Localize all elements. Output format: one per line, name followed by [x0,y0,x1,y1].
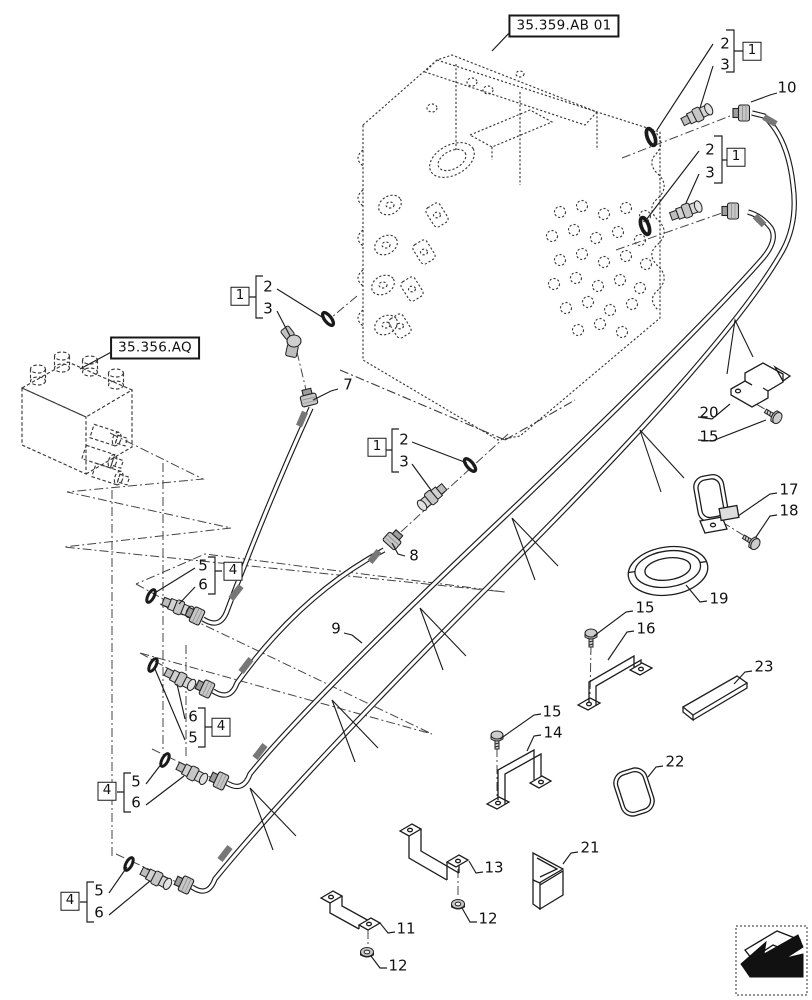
hose-7-path [201,406,314,626]
callout-18: 18 [779,501,799,520]
ref-main-valve[interactable]: 35.359.AB 01 [508,14,620,38]
callout-15: 15 [635,598,655,617]
callout-leaders [79,29,778,969]
callout-16: 16 [636,619,656,638]
callout-12: 12 [478,909,498,928]
orientation-arrow-icon [735,925,808,996]
callout-6: 6 [198,575,208,594]
bolt-15 [584,628,598,648]
nut-12 [450,898,466,910]
callout-8: 8 [409,546,419,565]
callout-23: 23 [754,657,774,676]
callout-2: 2 [705,140,715,159]
callout-6: 6 [94,903,104,922]
callout-6: 6 [131,793,141,812]
callout-5: 5 [94,881,104,900]
callout-4-box: 4 [223,561,243,581]
valve-port-grid [545,199,653,339]
bolt-15 [490,730,504,750]
callout-6: 6 [188,707,198,726]
callout-3: 3 [263,299,273,318]
callout-5: 5 [188,728,198,747]
callout-4-box: 4 [60,891,80,911]
callout-15: 15 [542,702,562,721]
hardware [319,362,792,958]
callout-11: 11 [396,919,416,938]
callout-14: 14 [543,723,563,742]
hose-end-nut [732,104,751,122]
callout-10: 10 [777,78,797,97]
callout-9: 9 [331,619,341,638]
callout-5: 5 [198,556,208,575]
bolt-15 [761,405,785,426]
clamp-17-shape [693,474,740,534]
callout-1-box: 1 [742,41,762,61]
callout-17: 17 [779,480,799,499]
callout-1-box: 1 [726,147,746,167]
bolt-18 [739,530,763,552]
grommet-19-shape [627,545,709,597]
callout-3: 3 [720,55,730,74]
angle-21-shape [532,851,565,911]
bracket-13-shape [398,823,470,881]
callout-1-box: 1 [230,286,250,306]
callout-15: 15 [699,427,719,446]
strip-23-shape [681,675,749,722]
bracket-16-shape [576,654,654,711]
callout-4-box: 4 [97,781,117,801]
callout-21: 21 [580,838,600,857]
bracket-20-shape [730,362,792,408]
callout-22: 22 [665,752,685,771]
oring-2 [642,125,660,149]
callout-2: 2 [263,277,273,296]
valve-bottom-trace [339,369,576,441]
callout-13: 13 [484,858,504,877]
callout-3: 3 [399,452,409,471]
callout-5: 5 [131,772,141,791]
callout-3: 3 [705,163,715,182]
hose-ferrules [217,114,778,862]
bracket-11-shape [319,890,382,931]
centerlines [63,115,771,947]
hose-7-end [298,386,319,408]
callout-19: 19 [709,589,729,608]
callout-4-box: 4 [211,717,231,737]
callout-1-box: 1 [367,437,387,457]
ref-pilot-valve[interactable]: 35.356.AQ [110,336,200,360]
pilot-valve-outline [20,351,134,486]
nut-12 [359,946,375,958]
callout-20: 20 [699,403,719,422]
callout-2: 2 [399,430,409,449]
mount-pointers [249,318,754,851]
seal-22-shape [613,767,655,817]
elbow-fitting-3 [280,325,302,358]
callout-12: 12 [388,956,408,975]
callout-7: 7 [343,375,353,394]
bracket-14-shape [485,748,553,810]
main-control-valve-outline [357,54,665,441]
callout-2: 2 [720,34,730,53]
fittings [121,100,751,896]
